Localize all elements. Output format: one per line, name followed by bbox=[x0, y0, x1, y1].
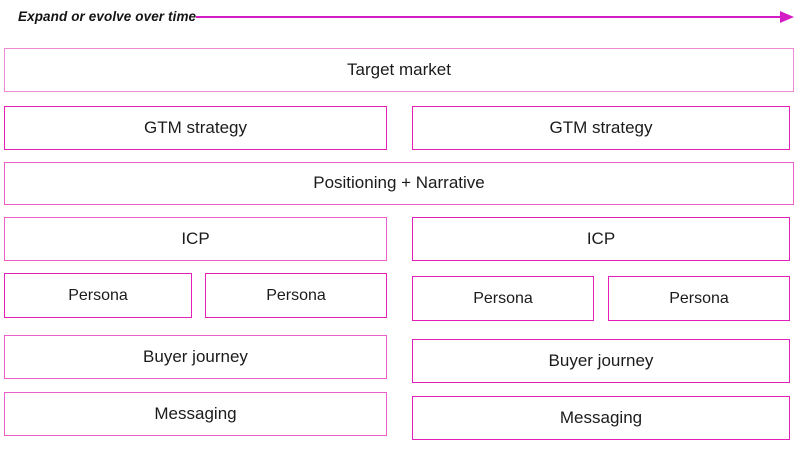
node-label: Buyer journey bbox=[143, 346, 248, 366]
node-label: Persona bbox=[473, 289, 533, 307]
node-label: Persona bbox=[68, 286, 128, 304]
node-persona-1[interactable]: Persona bbox=[4, 273, 192, 318]
node-persona-4[interactable]: Persona bbox=[608, 276, 790, 321]
node-persona-3[interactable]: Persona bbox=[412, 276, 594, 321]
node-messaging-left[interactable]: Messaging bbox=[4, 392, 387, 436]
node-label: GTM strategy bbox=[144, 117, 247, 137]
node-persona-2[interactable]: Persona bbox=[205, 273, 387, 318]
node-messaging-right[interactable]: Messaging bbox=[412, 396, 790, 440]
node-label: Persona bbox=[669, 289, 729, 307]
node-gtm-strategy-right[interactable]: GTM strategy bbox=[412, 106, 790, 150]
node-label: Positioning + Narrative bbox=[313, 173, 485, 193]
node-label: Messaging bbox=[559, 407, 643, 427]
node-label: Messaging bbox=[154, 403, 237, 423]
node-buyer-journey-right[interactable]: Buyer journey bbox=[412, 339, 790, 383]
node-positioning-narrative[interactable]: Positioning + Narrative bbox=[4, 162, 794, 205]
node-buyer-journey-left[interactable]: Buyer journey bbox=[4, 335, 387, 379]
node-label: Buyer journey bbox=[548, 350, 654, 370]
node-label: GTM strategy bbox=[549, 117, 653, 137]
expand-arrow bbox=[196, 8, 794, 26]
node-gtm-strategy-left[interactable]: GTM strategy bbox=[4, 106, 387, 150]
node-label: Target market bbox=[347, 59, 451, 79]
node-icp-left[interactable]: ICP bbox=[4, 217, 387, 261]
node-label: ICP bbox=[586, 228, 616, 248]
node-label: ICP bbox=[181, 228, 210, 248]
node-target-market[interactable]: Target market bbox=[4, 48, 794, 92]
node-label: Persona bbox=[266, 286, 326, 304]
expand-over-time-note: Expand or evolve over time bbox=[18, 9, 197, 24]
node-icp-right[interactable]: ICP bbox=[412, 217, 790, 261]
